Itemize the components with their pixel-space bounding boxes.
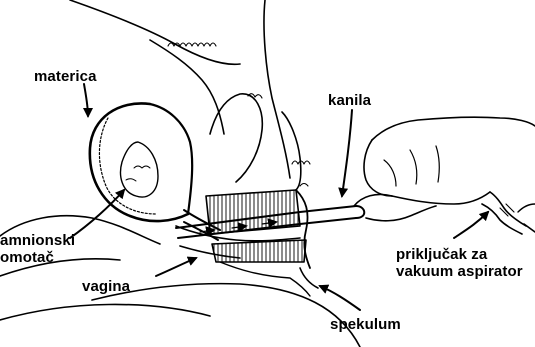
spekulum-arrow: [320, 286, 360, 310]
label-spekulum: spekulum: [330, 316, 401, 333]
label-vagina: vagina: [82, 278, 130, 295]
amnion-arrow: [70, 190, 124, 238]
vagina-arrow: [156, 258, 196, 276]
label-prikljucak: priključak za vakuum aspirator: [396, 246, 523, 280]
label-kanila: kanila: [328, 92, 371, 109]
materica-arrow: [84, 84, 88, 116]
body-outline: [0, 0, 360, 347]
label-amnionski-omotac: amnionski omotač: [0, 232, 75, 266]
prikljucak-arrow: [454, 212, 488, 238]
aspirator-tube: [482, 192, 535, 234]
amniotic-sac: [121, 142, 158, 197]
uterus: [90, 103, 220, 240]
label-materica: materica: [34, 68, 97, 85]
kanila-arrow: [342, 110, 352, 196]
